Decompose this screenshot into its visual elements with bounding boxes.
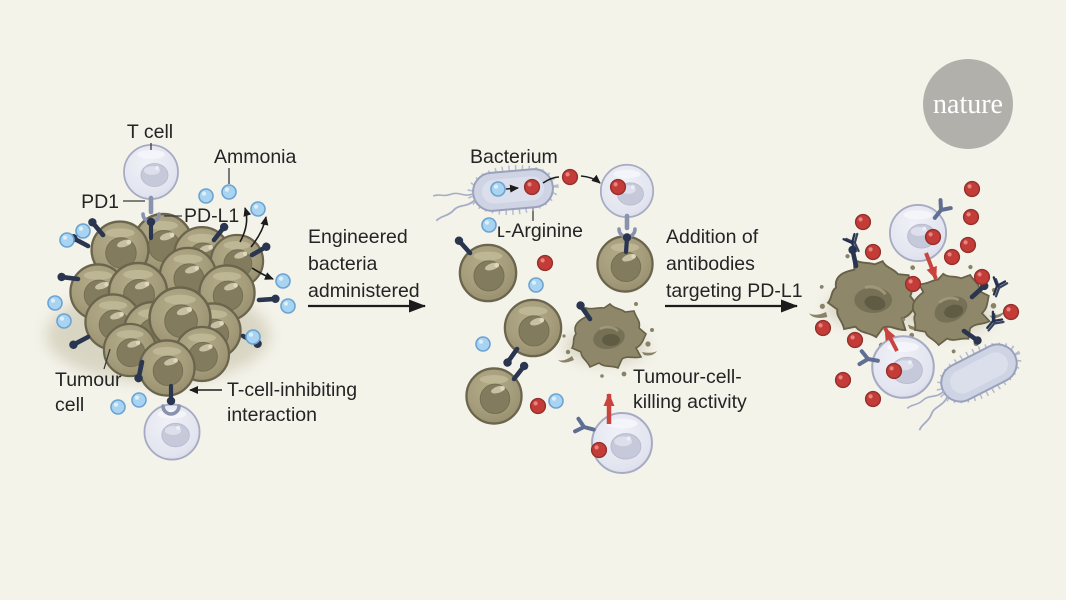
nature-logo-text: nature bbox=[933, 89, 1003, 120]
conversion-arrow bbox=[505, 184, 519, 193]
step1-label-line1: Engineered bbox=[308, 226, 408, 248]
arginine-label: ʟ-Arginine bbox=[497, 220, 583, 242]
t-cell-label: T cell bbox=[127, 121, 173, 143]
killing-label-line2: killing activity bbox=[633, 391, 747, 413]
nature-logo-circle bbox=[923, 59, 1013, 149]
step2-label-line1: Addition of bbox=[666, 226, 759, 248]
t-cell bbox=[871, 335, 935, 399]
tumour-cell bbox=[503, 298, 563, 358]
inhibiting-label-line2: interaction bbox=[227, 404, 317, 426]
arginine-dot bbox=[523, 178, 541, 196]
ammonia-label: Ammonia bbox=[214, 146, 297, 168]
arginine-dot-in-t-cell bbox=[590, 441, 608, 459]
t-cell bbox=[123, 144, 179, 200]
killing-label-line1: Tumour-cell- bbox=[633, 366, 742, 388]
pdl1-label: PD-L1 bbox=[184, 205, 239, 227]
t-cell bbox=[599, 163, 655, 219]
step1-label-line2: bacteria bbox=[308, 253, 378, 275]
pd1-label: PD1 bbox=[81, 191, 119, 213]
t-cell-inhibiting-junction bbox=[161, 383, 181, 416]
inhibiting-label-line1: T-cell-inhibiting bbox=[227, 379, 357, 401]
tumour-cell-label-line2: cell bbox=[55, 394, 84, 416]
bacterium-label: Bacterium bbox=[470, 146, 558, 168]
arginine-dot-in-t-cell bbox=[924, 228, 942, 246]
pd1-pdl1-junction bbox=[141, 195, 161, 241]
pd1-pdl1-junction-middle bbox=[617, 213, 637, 255]
arginine-transfer-arrows bbox=[542, 174, 601, 184]
ammonia-release-arrows bbox=[239, 207, 274, 280]
arginine-dot-in-t-cell bbox=[885, 362, 903, 380]
step2-label-line2: antibodies bbox=[666, 253, 755, 275]
nature-logo: nature bbox=[923, 59, 1013, 149]
arginine-dot-in-t-cell bbox=[609, 178, 627, 196]
step1-label-line3: administered bbox=[308, 280, 420, 302]
tumour-cell bbox=[138, 339, 196, 397]
tumour-cell-label-line1: Tumour bbox=[55, 369, 122, 391]
kill-arrow bbox=[924, 252, 938, 280]
step2-label-line3: targeting PD-L1 bbox=[666, 280, 803, 302]
ammonia-dot-in-bacterium bbox=[490, 181, 506, 197]
kill-arrow bbox=[883, 327, 899, 352]
arginine-dot bbox=[561, 168, 579, 186]
